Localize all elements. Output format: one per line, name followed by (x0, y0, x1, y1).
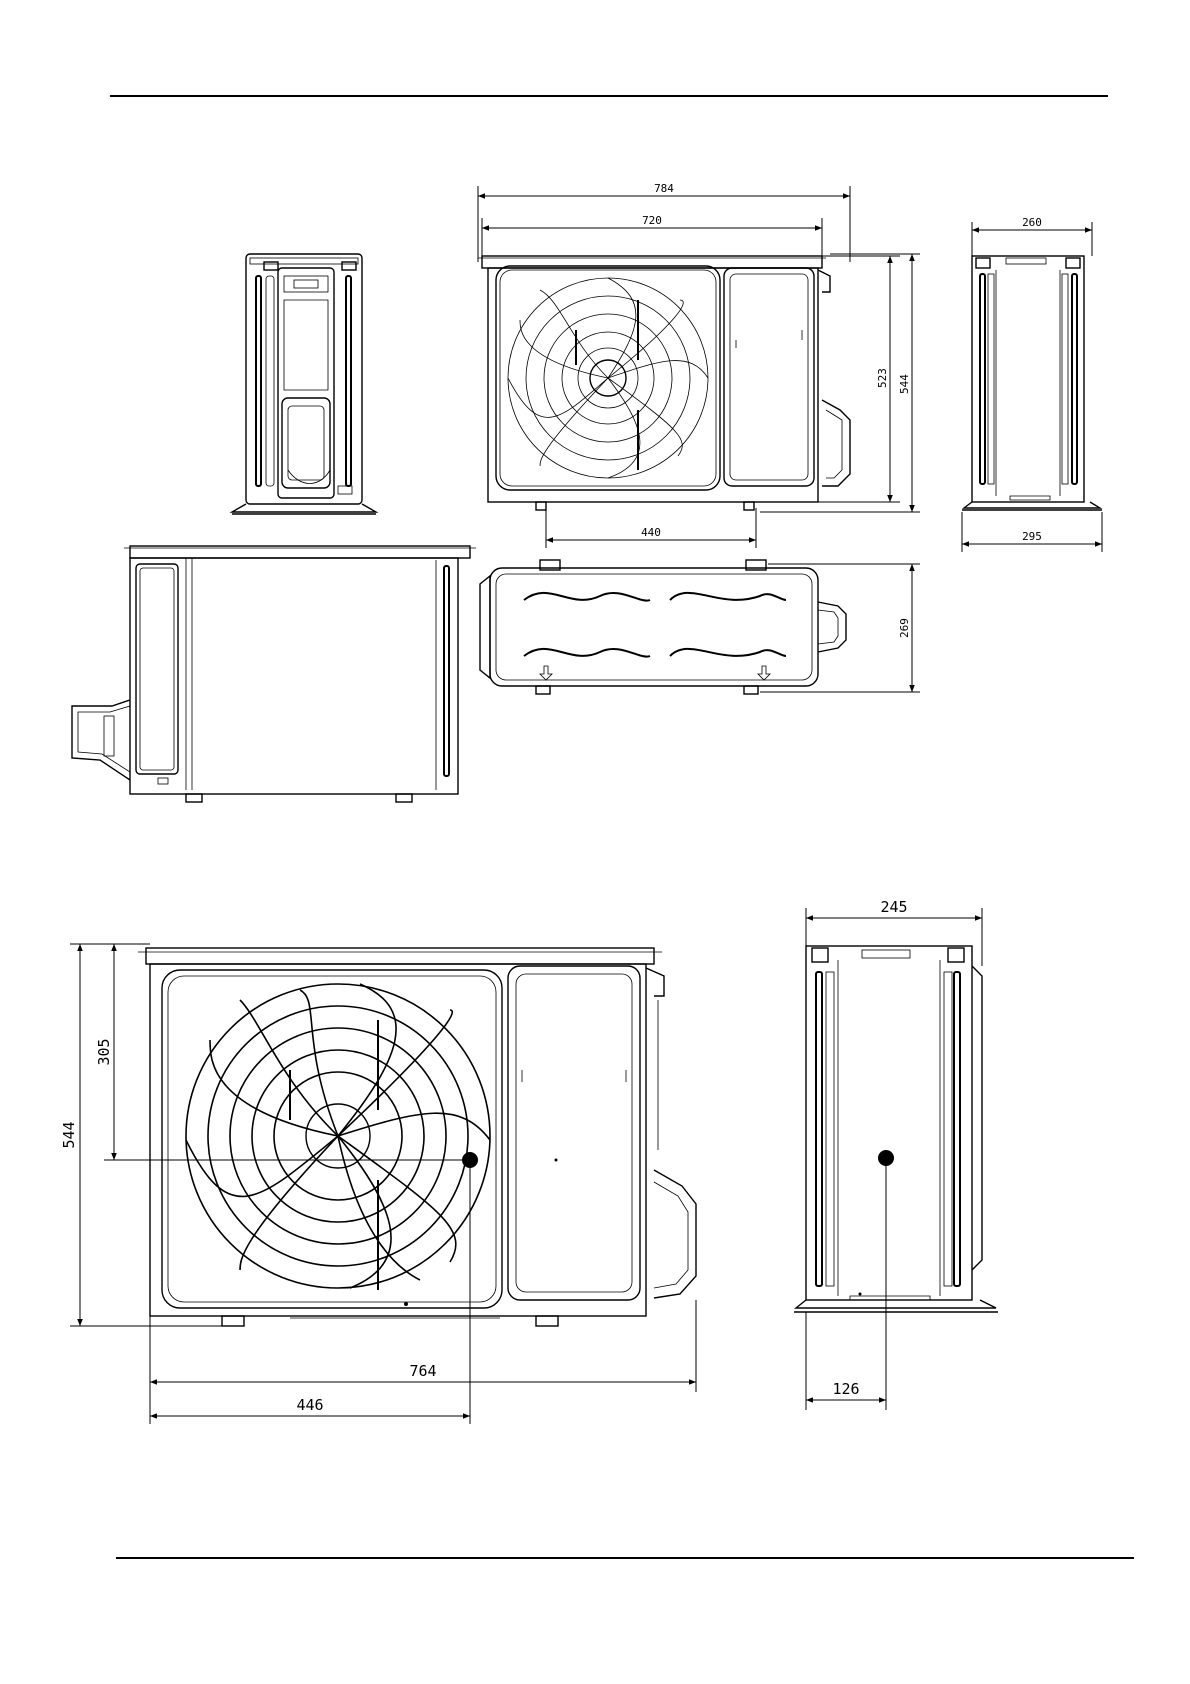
dim-label-bottom-cog-depth: 126 (832, 1380, 859, 1398)
dim-label-top-overall-width: 784 (654, 182, 674, 195)
bottom-side-view (794, 946, 998, 1312)
top-fan-grille (508, 278, 708, 478)
dim-top-260: 260 (972, 216, 1092, 256)
dim-label-top-feet-span: 440 (641, 526, 661, 539)
top-left-side-view (232, 254, 376, 514)
dim-top-720: 720 (482, 214, 822, 262)
top-right-side-view (962, 256, 1102, 510)
dim-label-bottom-cog-width: 446 (296, 1396, 323, 1414)
dim-label-bottom-cog-height: 305 (95, 1038, 113, 1065)
dim-label-top-body-height: 523 (876, 368, 889, 388)
dim-label-top-foot-depth: 295 (1022, 530, 1042, 543)
dim-top-784: 784 (478, 182, 850, 262)
dim-top-544: 544 (760, 254, 920, 512)
top-front-view (478, 256, 850, 510)
dim-plan-269: 269 (760, 564, 920, 692)
dim-label-top-overall-height: 544 (898, 374, 911, 394)
dim-label-bottom-overall-width: 764 (409, 1362, 436, 1380)
dim-top-440: 440 (546, 508, 756, 548)
dim-label-plan-depth: 269 (898, 618, 911, 638)
dim-top-523: 523 (810, 256, 900, 502)
dim-bottom-245: 245 (806, 898, 982, 966)
middle-plan-view (480, 560, 846, 694)
dim-bottom-126: 126 (806, 1158, 886, 1410)
dim-label-bottom-overall-height: 544 (60, 1121, 78, 1148)
dim-top-295: 295 (962, 512, 1102, 552)
dim-label-top-side-depth: 260 (1022, 216, 1042, 229)
dim-bottom-544: 544 (60, 944, 222, 1326)
bottom-front-view (138, 948, 696, 1326)
bottom-fan-grille (186, 984, 490, 1290)
dim-label-bottom-side-depth: 245 (880, 898, 907, 916)
dim-label-top-body-width: 720 (642, 214, 662, 227)
dim-bottom-764: 764 (150, 1300, 696, 1424)
middle-rear-view (72, 546, 476, 802)
